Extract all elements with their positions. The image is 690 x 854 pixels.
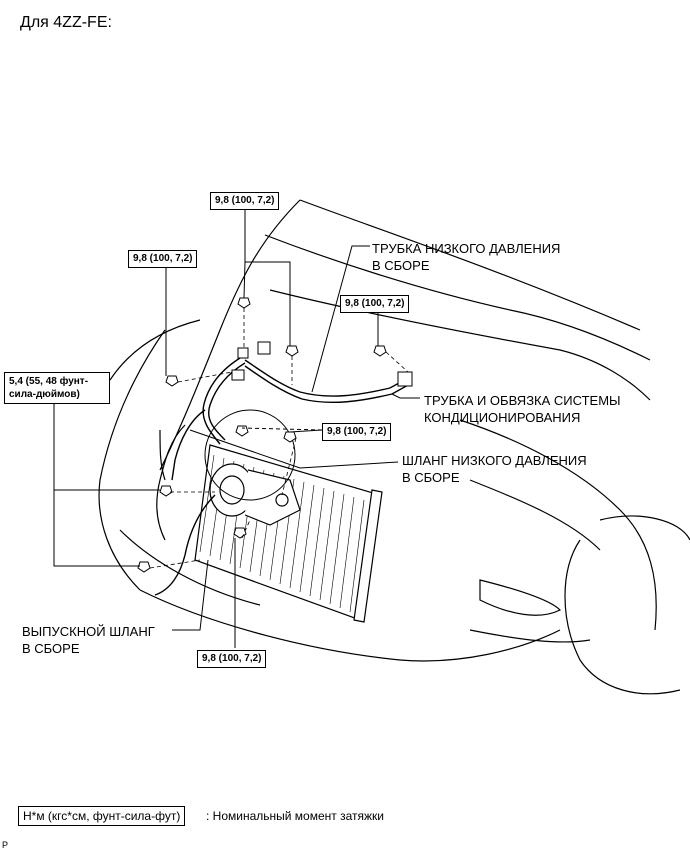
bolts (137, 297, 387, 573)
label-ac-tube-line1: ТРУБКА И ОБВЯЗКА СИСТЕМЫ (424, 393, 621, 408)
guide-lines (149, 308, 409, 569)
bolt-middle-right (283, 431, 297, 443)
low-pressure-hose (156, 424, 186, 541)
bolt-right (373, 345, 387, 357)
torque-box-bottom: 9,8 (100, 7,2) (197, 650, 267, 668)
bumper-left (98, 329, 166, 591)
legend-unit-box: Н*м (кгс*см, фунт-сила-фут) (18, 806, 186, 826)
label-low-pressure-hose-line1: ШЛАНГ НИЗКОГО ДАВЛЕНИЯ (402, 453, 587, 468)
bolt-upper-left (165, 375, 179, 387)
label-ac-tube: ТРУБКА И ОБВЯЗКА СИСТЕМЫ КОНДИЦИОНИРОВАН… (424, 392, 621, 426)
bumper-curve (139, 589, 561, 662)
label-low-pressure-tube-line1: ТРУБКА НИЗКОГО ДАВЛЕНИЯ (372, 241, 561, 256)
leader-lines (53, 208, 420, 648)
fog-lamp-right (479, 579, 562, 616)
wheel-arch (564, 539, 681, 695)
fan-shroud (204, 409, 296, 501)
hood-edge (299, 199, 641, 331)
headlight-left (109, 319, 201, 381)
ac-piping (171, 357, 246, 481)
torque-box-right: 9,8 (100, 7,2) (340, 295, 410, 313)
discharge-hose (154, 494, 216, 596)
bolt-top (237, 297, 251, 309)
label-discharge-hose-line1: ВЫПУСКНОЙ ШЛАНГ (22, 624, 155, 639)
bolt-middle-left (235, 425, 249, 437)
fender-line (264, 234, 651, 361)
hood-inner (269, 289, 651, 401)
compressor (209, 463, 301, 526)
torque-box-left: 5,4 (55, 48 фунт- сила-дюймов) (4, 372, 110, 404)
label-discharge-hose-line2: В СБОРЕ (22, 641, 80, 656)
hood-outline (159, 199, 301, 471)
torque-box-left-line2: сила-дюймов) (9, 389, 80, 400)
front-right-line (469, 479, 601, 551)
bolt-left-lower (137, 561, 151, 573)
torque-box-middle: 9,8 (100, 7,2) (322, 423, 392, 441)
reference-mark: P (2, 840, 9, 850)
tube-end-fitting (397, 371, 413, 387)
wheel-outer (599, 515, 690, 541)
body-right (459, 419, 657, 631)
low-pressure-tube (244, 359, 411, 404)
bolt-top-right (285, 345, 299, 357)
label-low-pressure-hose: ШЛАНГ НИЗКОГО ДАВЛЕНИЯ В СБОРЕ (402, 452, 587, 486)
diagram-heading: Для 4ZZ-FE: (20, 14, 112, 31)
label-ac-tube-line2: КОНДИЦИОНИРОВАНИЯ (424, 410, 581, 425)
top-fittings (231, 341, 271, 381)
bolt-left-upper (159, 485, 173, 497)
torque-box-upper-left: 9,8 (100, 7,2) (128, 250, 198, 268)
torque-box-left-line1: 5,4 (55, 48 фунт- (9, 376, 89, 387)
torque-box-top-center: 9,8 (100, 7,2) (210, 192, 280, 210)
label-low-pressure-hose-line2: В СБОРЕ (402, 470, 460, 485)
label-low-pressure-tube: ТРУБКА НИЗКОГО ДАВЛЕНИЯ В СБОРЕ (372, 240, 560, 274)
legend-description: : Номинальный момент затяжки (206, 809, 384, 823)
label-low-pressure-tube-line2: В СБОРЕ (372, 258, 430, 273)
front-right-lower (469, 629, 591, 643)
label-discharge-hose: ВЫПУСКНОЙ ШЛАНГ В СБОРЕ (22, 623, 155, 657)
